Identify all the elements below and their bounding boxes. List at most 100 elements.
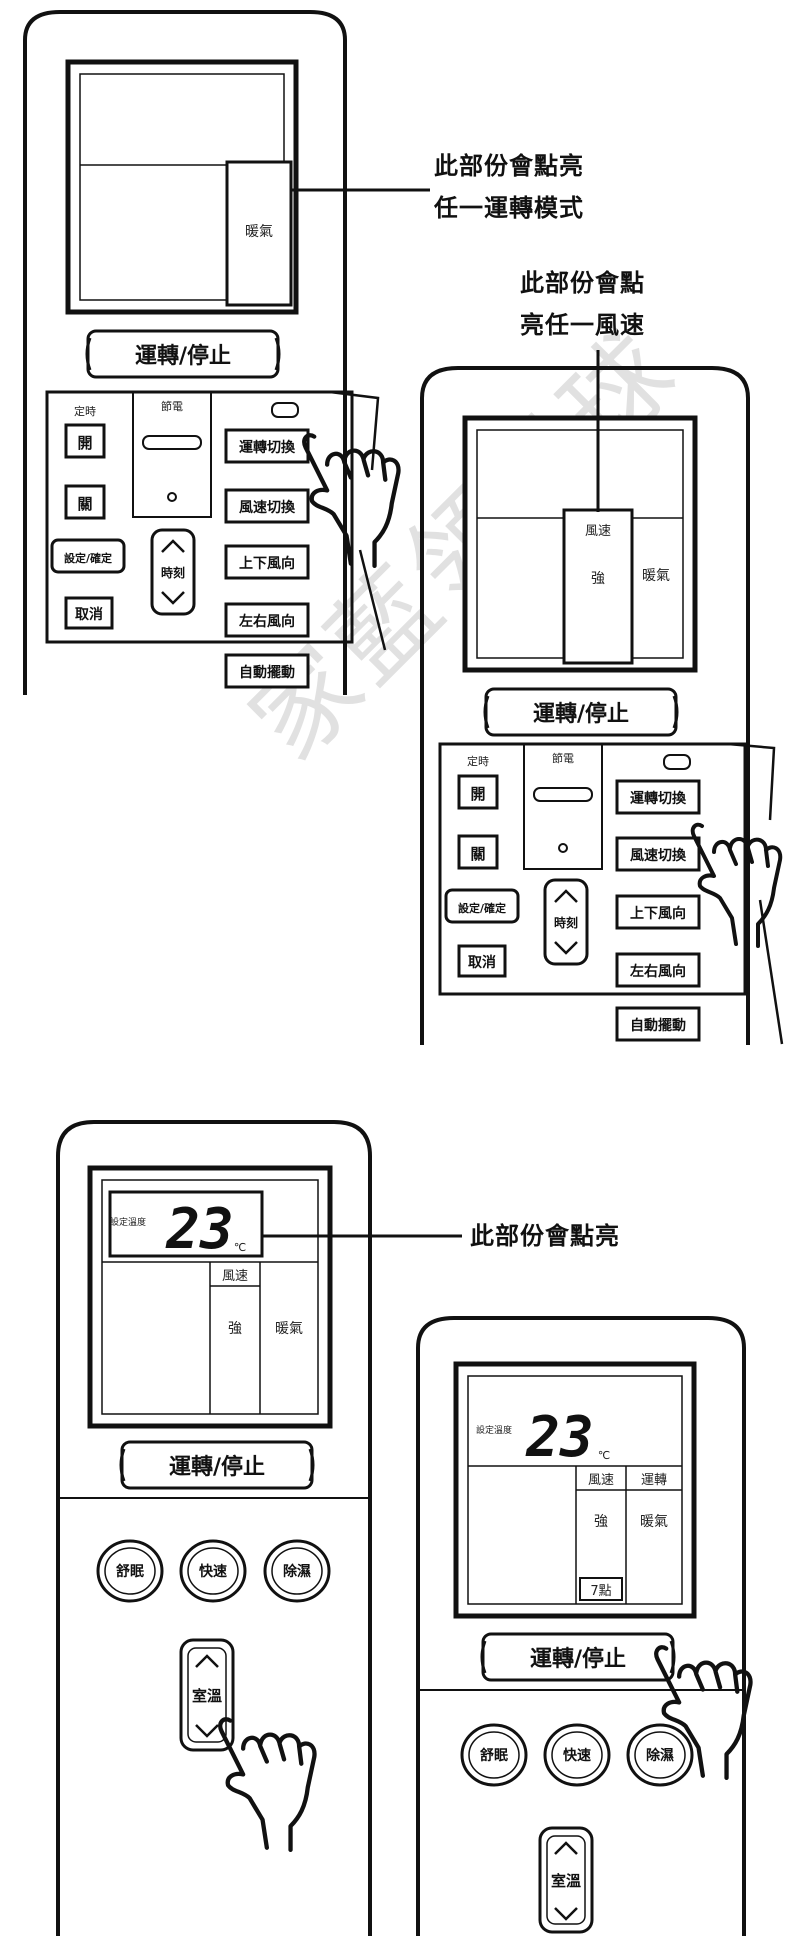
fan-switch-button[interactable]: 風速切換 xyxy=(615,836,701,872)
mid-slot-button[interactable] xyxy=(533,787,593,802)
comfort-sleep-button[interactable]: 舒眠 xyxy=(460,1723,528,1787)
mode-switch-button[interactable]: 運轉切換 xyxy=(615,779,701,815)
cancel-button[interactable]: 取消 xyxy=(64,596,114,630)
svg-text:快速: 快速 xyxy=(563,1747,591,1764)
fan-callout: 此部份會點 亮任一風速 xyxy=(520,262,645,346)
temp-unit: ℃ xyxy=(598,1449,610,1462)
svg-text:運轉切換: 運轉切換 xyxy=(630,790,687,807)
fan-indicator-title: 風速 xyxy=(585,524,611,539)
temp-prefix: 設定溫度 xyxy=(476,1424,512,1436)
fan-indicator-title: 風速 xyxy=(222,1269,248,1284)
svg-text:運轉/停止: 運轉/停止 xyxy=(530,1646,626,1672)
set-button[interactable]: 設定/確定 xyxy=(50,538,126,574)
room-temp-rocker-button[interactable]: 室溫 xyxy=(538,1826,594,1934)
fan-indicator-value: 強 xyxy=(228,1321,242,1337)
leftright-louver-button[interactable]: 左右風向 xyxy=(224,602,310,638)
indicator-dot xyxy=(558,843,568,853)
fan-callout-line-1: 此部份會點 xyxy=(520,269,645,297)
svg-text:設定/確定: 設定/確定 xyxy=(64,551,112,565)
svg-text:開: 開 xyxy=(470,785,485,803)
temp-prefix: 設定溫度 xyxy=(110,1216,146,1228)
indicator-led xyxy=(663,754,691,770)
svg-text:除濕: 除濕 xyxy=(283,1563,311,1580)
pressing-hand-icon xyxy=(690,822,783,948)
svg-text:開: 開 xyxy=(77,434,92,452)
temperature-readout: 23 xyxy=(525,1405,593,1470)
mid-caption: 節電 xyxy=(552,751,574,765)
power-button[interactable]: 運轉/停止 xyxy=(119,1440,315,1490)
bottom-indicator: 7點 xyxy=(590,1584,611,1599)
timer-on-button[interactable]: 開 xyxy=(457,774,499,810)
mode-indicator: 暖氣 xyxy=(275,1321,303,1337)
svg-text:關: 關 xyxy=(470,845,485,863)
svg-text:關: 關 xyxy=(77,495,92,513)
temperature-box xyxy=(108,1190,264,1258)
clock-rocker-button[interactable]: 時刻 xyxy=(543,878,589,966)
mode-callout-line-2: 任一運轉模式 xyxy=(434,194,584,222)
power-button[interactable]: 運轉/停止 xyxy=(483,687,679,737)
indicator-dot xyxy=(167,492,177,502)
mode-callout-line-1: 此部份會點亮 xyxy=(434,152,584,180)
fan-indicator-title: 風速 xyxy=(588,1473,614,1488)
svg-text:舒眠: 舒眠 xyxy=(116,1563,144,1580)
mode-indicator-box xyxy=(225,160,293,307)
clock-rocker-button[interactable]: 時刻 xyxy=(150,528,196,616)
svg-text:取消: 取消 xyxy=(468,954,496,971)
svg-text:上下風向: 上下風向 xyxy=(239,555,295,572)
power-button[interactable]: 運轉/停止 xyxy=(480,1632,676,1682)
fan-indicator-value: 強 xyxy=(594,1514,608,1530)
svg-text:室溫: 室溫 xyxy=(551,1872,581,1890)
temp-unit: ℃ xyxy=(234,1241,246,1254)
svg-text:運轉/停止: 運轉/停止 xyxy=(135,343,231,369)
mid-slot-button[interactable] xyxy=(142,435,202,450)
dehumidify-button[interactable]: 除濕 xyxy=(626,1723,694,1787)
mode-indicator: 暖氣 xyxy=(640,1514,668,1530)
auto-swing-button[interactable]: 自動擺動 xyxy=(224,653,310,689)
leftright-louver-button[interactable]: 左右風向 xyxy=(615,952,701,988)
quick-button[interactable]: 快速 xyxy=(179,1539,247,1603)
updown-louver-button[interactable]: 上下風向 xyxy=(615,894,701,930)
mode-callout: 此部份會點亮 任一運轉模式 xyxy=(434,145,584,229)
mid-caption: 節電 xyxy=(161,399,183,413)
svg-text:風速切換: 風速切換 xyxy=(239,499,296,516)
timer-off-button[interactable]: 關 xyxy=(64,484,106,520)
svg-text:上下風向: 上下風向 xyxy=(630,905,686,922)
remote-2: 風速 強 暖氣 運轉/停止 定時 開 關 設定/確定 取消 節電 xyxy=(420,350,784,1045)
fan-indicator-value: 強 xyxy=(591,571,605,587)
svg-text:快速: 快速 xyxy=(199,1563,227,1580)
svg-text:左右風向: 左右風向 xyxy=(238,613,295,630)
set-button[interactable]: 設定/確定 xyxy=(444,888,520,924)
svg-text:運轉/停止: 運轉/停止 xyxy=(533,701,629,727)
auto-swing-button[interactable]: 自動擺動 xyxy=(615,1006,701,1042)
quick-button[interactable]: 快速 xyxy=(543,1723,611,1787)
mode-indicator: 暖氣 xyxy=(642,568,670,584)
fan-switch-button[interactable]: 風速切換 xyxy=(224,488,310,524)
svg-text:室溫: 室溫 xyxy=(192,1687,222,1705)
svg-text:自動擺動: 自動擺動 xyxy=(630,1017,686,1034)
power-button[interactable]: 運轉/停止 xyxy=(85,329,281,379)
svg-text:左右風向: 左右風向 xyxy=(629,963,686,980)
remote-4: 設定溫度 23 ℃ 風速 運轉 強 暖氣 7點 運轉/停止 舒眠 快速 xyxy=(416,1316,751,1936)
cancel-button[interactable]: 取消 xyxy=(457,944,507,978)
room-temp-rocker-button[interactable]: 室溫 xyxy=(179,1638,235,1752)
timer-caption: 定時 xyxy=(467,754,489,768)
indicator-led xyxy=(271,402,299,418)
svg-text:運轉/停止: 運轉/停止 xyxy=(169,1454,265,1480)
timer-off-button[interactable]: 關 xyxy=(457,834,499,870)
temp-callout-line-1: 此部份會點亮 xyxy=(470,1222,620,1250)
timer-caption: 定時 xyxy=(74,404,96,418)
svg-text:除濕: 除濕 xyxy=(646,1747,674,1764)
temperature-readout: 23 xyxy=(165,1197,233,1262)
svg-text:運轉切換: 運轉切換 xyxy=(239,439,296,456)
comfort-sleep-button[interactable]: 舒眠 xyxy=(96,1539,164,1603)
svg-text:時刻: 時刻 xyxy=(554,915,578,930)
remote-3: 設定溫度 23 ℃ 風速 強 暖氣 運轉/停止 舒眠 快速 除濕 xyxy=(56,1120,462,1936)
timer-on-button[interactable]: 開 xyxy=(64,423,106,459)
dehumidify-button[interactable]: 除濕 xyxy=(263,1539,331,1603)
updown-louver-button[interactable]: 上下風向 xyxy=(224,544,310,580)
mode-indicator: 暖氣 xyxy=(245,224,273,240)
svg-text:設定/確定: 設定/確定 xyxy=(458,901,506,915)
mode-switch-button[interactable]: 運轉切換 xyxy=(224,428,310,464)
svg-text:自動擺動: 自動擺動 xyxy=(239,664,295,681)
svg-text:時刻: 時刻 xyxy=(161,565,185,580)
